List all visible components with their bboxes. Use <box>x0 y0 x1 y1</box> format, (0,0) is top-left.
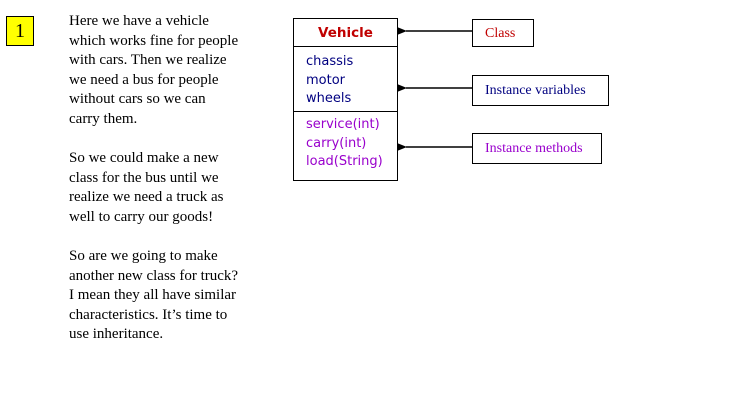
callout-instance-methods: Instance methods <box>472 133 602 164</box>
step-number-badge: 1 <box>6 16 34 46</box>
uml-class-box: Vehicle chassis motor wheels service(int… <box>293 18 398 181</box>
uml-class-name: Vehicle <box>294 19 397 47</box>
uml-attribute: wheels <box>306 91 352 106</box>
uml-method: load(String) <box>306 154 383 169</box>
uml-attributes: chassis motor wheels <box>294 47 397 112</box>
uml-methods: service(int) carry(int) load(String) <box>294 112 397 172</box>
paragraph-1: Here we have a vehicle which works fine … <box>69 13 239 127</box>
uml-attribute: motor <box>306 72 346 88</box>
explanation-text: Here we have a vehicle which works fine … <box>69 12 239 365</box>
uml-method: carry(int) <box>306 135 367 151</box>
paragraph-2: So we could make a new class for the bus… <box>69 150 224 225</box>
paragraph-3: So are we going to make another new clas… <box>69 248 239 342</box>
uml-method: service(int) <box>306 117 380 132</box>
callout-instance-variables: Instance variables <box>472 75 609 106</box>
callout-class: Class <box>472 19 534 47</box>
uml-attribute: chassis <box>306 54 354 69</box>
